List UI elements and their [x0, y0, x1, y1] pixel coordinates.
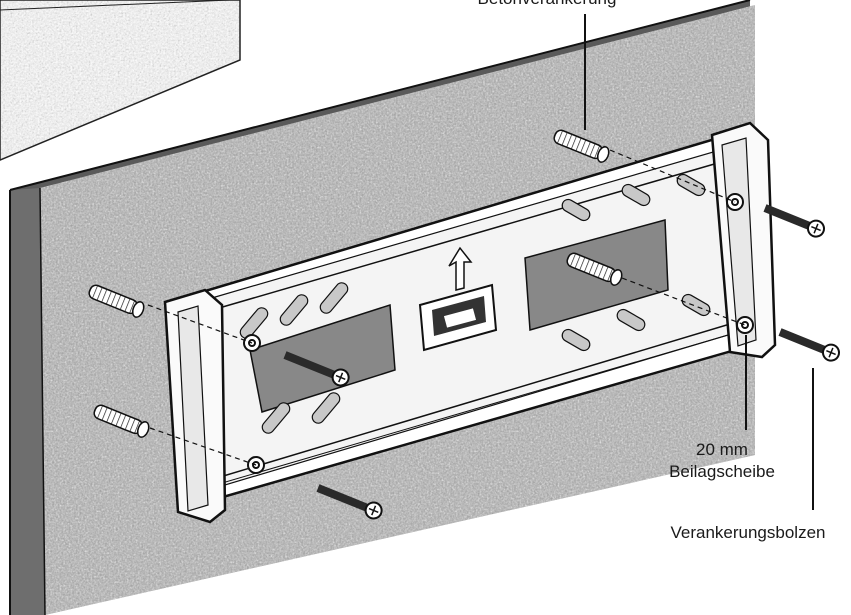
screw-icon	[283, 204, 840, 520]
level-indicator	[418, 283, 498, 352]
background-wall	[0, 0, 241, 161]
concrete-anchor-label: Betonverankerung	[452, 0, 642, 10]
alignment-lines	[147, 149, 746, 466]
washer-icon	[243, 193, 754, 474]
wall-anchor-icon	[88, 129, 623, 438]
washer-label: 20 mm Beilagscheibe	[652, 439, 792, 483]
anchor-bolt-label: Verankerungsbolzen	[670, 523, 826, 542]
leader-lines	[584, 14, 814, 510]
bracket-end-cap-right	[710, 121, 777, 359]
arrow-up-icon	[448, 246, 473, 291]
bracket-end-cap-left	[163, 288, 227, 524]
washer-name-label: Beilagscheibe	[669, 462, 775, 481]
bracket-cutout-left	[249, 303, 396, 413]
washer-size-label: 20 mm	[696, 440, 748, 459]
